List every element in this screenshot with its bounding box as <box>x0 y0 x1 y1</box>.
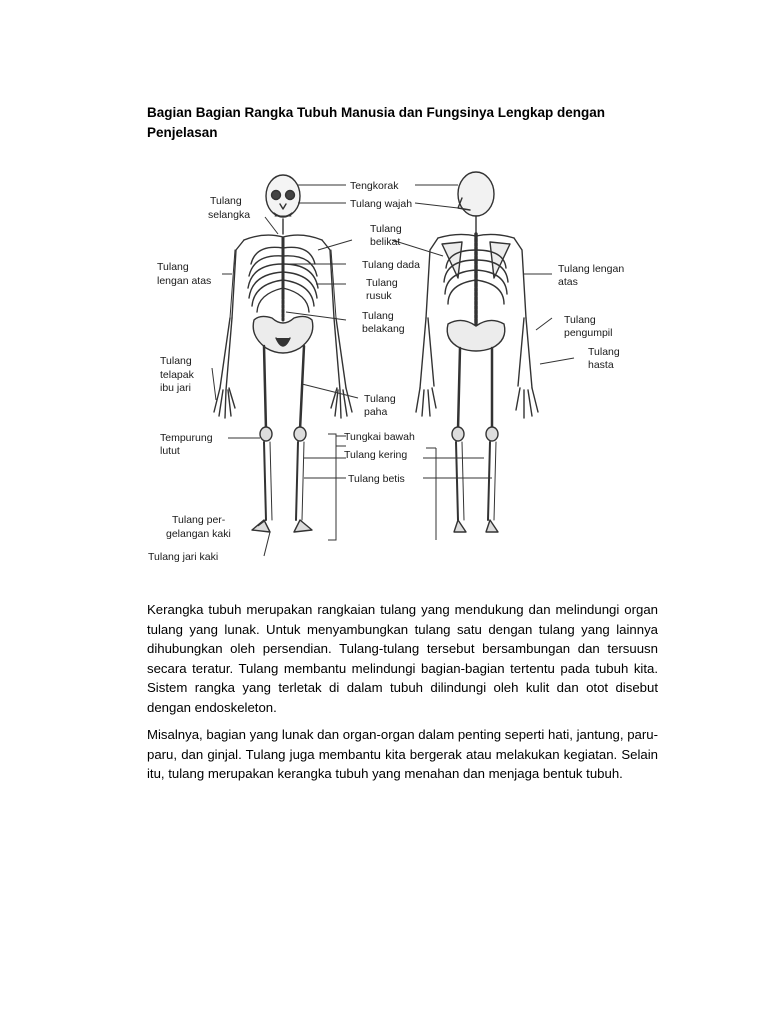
label-tulang-belakang-2: belakang <box>362 323 405 335</box>
label-tulang-selangka-1: Tulang <box>210 195 242 207</box>
label-pergelangan-1: Tulang per- <box>172 514 226 526</box>
label-tulang-kering: Tulang kering <box>344 449 407 461</box>
label-hasta-2: hasta <box>588 359 614 371</box>
label-tengkorak: Tengkorak <box>350 180 399 192</box>
label-tempurung-1: Tempurung <box>160 432 213 444</box>
label-tulang-selangka-2: selangka <box>208 209 250 221</box>
label-tulang-dada: Tulang dada <box>362 259 420 271</box>
label-pergelangan-2: gelangan kaki <box>166 528 231 540</box>
label-telapak-1: Tulang <box>160 355 192 367</box>
document-title: Bagian Bagian Rangka Tubuh Manusia dan F… <box>147 103 617 143</box>
label-telapak-3: ibu jari <box>160 382 191 394</box>
label-tulang-belikat-1: Tulang <box>370 223 402 235</box>
paragraph-2: Misalnya, bagian yang lunak dan organ-or… <box>147 725 658 784</box>
label-tulang-wajah: Tulang wajah <box>350 198 412 210</box>
label-tulang-betis: Tulang betis <box>348 473 405 485</box>
label-tulang-belakang-1: Tulang <box>362 310 394 322</box>
label-jari-kaki: Tulang jari kaki <box>148 551 218 563</box>
label-tulang-belikat-2: belikat <box>370 236 400 248</box>
label-hasta-1: Tulang <box>588 346 620 358</box>
label-telapak-2: telapak <box>160 369 195 381</box>
label-tempurung-2: lutut <box>160 445 180 457</box>
label-tungkai-bawah: Tungkai bawah <box>344 431 415 443</box>
skeleton-diagram: Tengkorak Tulang wajah Tulang selangka T… <box>140 168 640 570</box>
label-tulang-paha-2: paha <box>364 406 388 418</box>
label-tulang-rusuk-1: Tulang <box>366 277 398 289</box>
label-tulang-rusuk-2: rusuk <box>366 290 392 302</box>
label-pengumpil-1: Tulang <box>564 314 596 326</box>
label-pengumpil-2: pengumpil <box>564 327 612 339</box>
label-lengan-atas-right-1: Tulang lengan <box>558 263 624 275</box>
label-tulang-paha-1: Tulang <box>364 393 396 405</box>
label-lengan-atas-left-1: Tulang <box>157 261 189 273</box>
paragraph-1: Kerangka tubuh merupakan rangkaian tulan… <box>147 600 658 718</box>
label-lengan-atas-right-2: atas <box>558 276 578 288</box>
label-lengan-atas-left-2: lengan atas <box>157 275 211 287</box>
